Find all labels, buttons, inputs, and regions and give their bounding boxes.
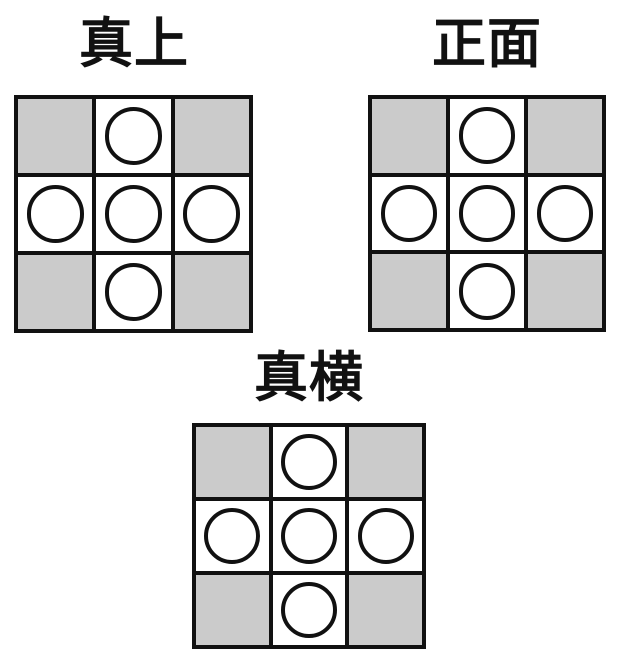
shaded-cell [174,255,249,329]
circle-cell [372,176,446,251]
circle-cell [96,255,171,329]
circle-marker [104,263,163,321]
circle-marker [357,508,414,564]
circle-marker [104,107,163,165]
circle-marker [458,185,516,242]
circle-marker [26,185,84,243]
circle-marker [458,262,516,320]
circle-marker [536,185,594,242]
circle-cell [18,177,93,251]
circle-cell [96,99,171,173]
circle-cell [349,501,422,571]
shaded-cell [196,575,269,645]
circle-cell [196,501,269,571]
circle-cell [450,176,524,251]
circle-cell [272,427,346,497]
top-view-grid [14,95,253,333]
circle-marker [281,434,337,490]
shaded-cell [196,427,269,497]
circle-cell [450,254,524,328]
circle-marker [380,185,438,242]
circle-cell [174,177,249,251]
circle-cell [96,177,171,251]
top-view-label: 真上 [79,12,189,75]
shaded-cell [528,254,602,328]
shaded-cell [18,255,93,329]
side-view-label: 真横 [254,346,364,409]
shaded-cell [528,99,602,173]
circle-cell [450,99,524,173]
shaded-cell [349,575,422,645]
circle-marker [281,508,337,564]
circle-marker [281,582,337,638]
shaded-cell [18,99,93,173]
shaded-cell [372,254,446,328]
front-view-label: 正面 [432,12,542,75]
circle-cell [272,575,346,645]
circle-cell [272,501,346,571]
shaded-cell [372,99,446,173]
circle-marker [104,185,163,243]
shaded-cell [174,99,249,173]
front-view-grid [368,95,606,332]
circle-cell [528,176,602,251]
side-view-grid [192,423,426,649]
shaded-cell [349,427,422,497]
circle-marker [183,185,241,243]
circle-marker [458,107,516,165]
circle-marker [204,508,261,564]
